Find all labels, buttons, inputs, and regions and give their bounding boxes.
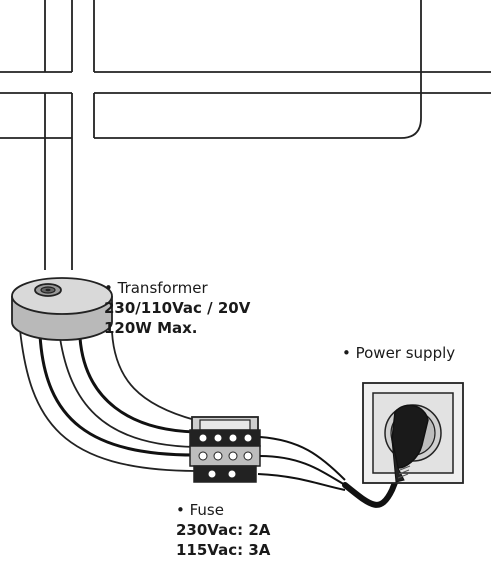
fuse-title: • Fuse (176, 501, 224, 519)
fuse-rating-115: 115Vac: 3A (176, 541, 271, 559)
fuse-label: • Fuse 230Vac: 2A 115Vac: 3A (176, 500, 270, 560)
vertical-cable-channel (44, 0, 95, 270)
power-supply-label: • Power supply (342, 343, 455, 363)
cabinet-frame (0, 0, 491, 139)
fuse-terminal-block (189, 416, 261, 483)
transformer-label: • Transformer 230/110Vac / 20V 120W Max. (104, 278, 250, 338)
transformer-title: • Transformer (104, 279, 208, 297)
transformer-icon (11, 277, 113, 341)
cable-duct (19, 329, 196, 472)
fuse-rating-230: 230Vac: 2A (176, 521, 271, 539)
power-plug-icon (391, 404, 429, 483)
power-supply-title: • Power supply (342, 344, 456, 362)
transformer-voltage: 230/110Vac / 20V (104, 299, 251, 317)
supply-cable (342, 467, 403, 508)
transformer-power: 120W Max. (104, 319, 198, 337)
transformer-wires (38, 334, 196, 457)
supply-wires (257, 436, 346, 491)
